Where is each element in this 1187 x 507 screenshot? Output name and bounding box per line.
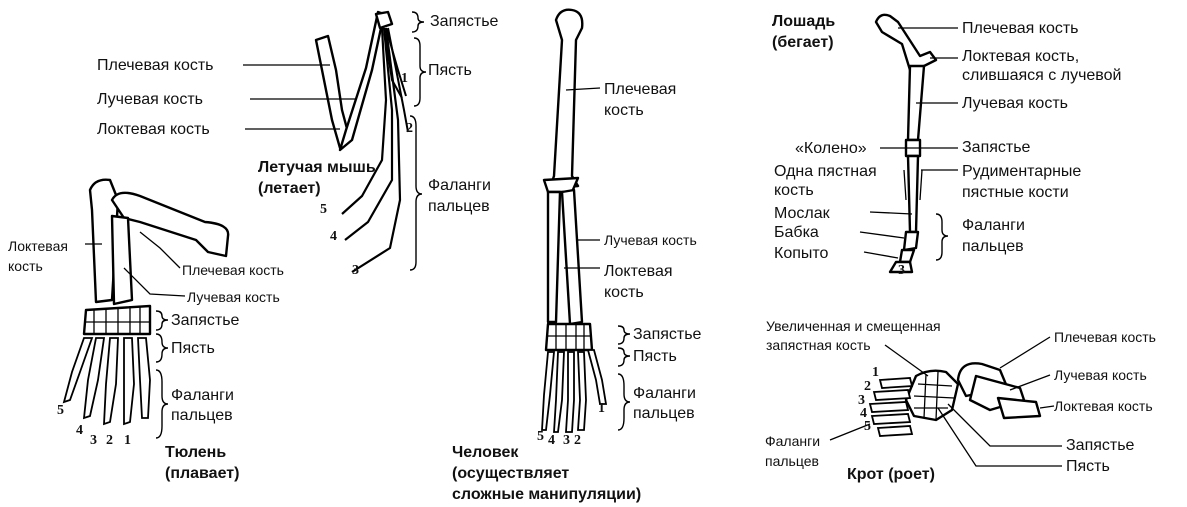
seal-ulna-label-2: кость	[8, 258, 43, 274]
horse-ulna-label-2: слившаяся с лучевой	[962, 66, 1121, 85]
seal-digit-4: 4	[76, 424, 83, 438]
human-humerus-label: Плечевая	[604, 80, 676, 99]
horse-ulna-label: Локтевая кость,	[962, 47, 1079, 66]
horse-title: Лошадь	[772, 12, 835, 32]
seal-subtitle: (плавает)	[165, 464, 239, 484]
bat-subtitle: (летает)	[258, 179, 321, 199]
mole-digit-5: 5	[864, 420, 871, 434]
horse-phalanges-label: Фаланги	[962, 216, 1025, 235]
horse-rudimentary-label: Рудиментарные	[962, 162, 1081, 181]
seal-digit-3: 3	[90, 434, 97, 448]
human-digit-5: 5	[537, 430, 544, 444]
human-wrist-label: Запястье	[633, 325, 701, 344]
seal-digit-1: 1	[124, 434, 131, 448]
bat-phalanges-label: Фаланги	[428, 176, 491, 195]
human-skeleton	[542, 10, 606, 432]
mole-ulna-label: Локтевая кость	[1054, 398, 1153, 414]
human-ulna-label: Локтевая	[604, 262, 673, 281]
mole-radius-label: Лучевая кость	[1054, 367, 1147, 383]
mole-skeleton	[870, 363, 1040, 436]
human-ulna-label-2: кость	[604, 283, 644, 302]
horse-rudimentary-label-2: пястные кости	[962, 183, 1069, 202]
human-humerus-label-2: кость	[604, 101, 644, 120]
bat-radius-label: Лучевая кость	[97, 90, 203, 109]
bat-ulna-label: Локтевая кость	[97, 120, 210, 139]
seal-digit-5: 5	[57, 404, 64, 418]
bat-digit-5: 5	[320, 203, 327, 217]
seal-digit-2: 2	[106, 434, 113, 448]
seal-ulna-label: Локтевая	[8, 238, 68, 254]
horse-digit-3: 3	[898, 264, 905, 278]
human-phalanges-label-2: пальцев	[633, 404, 695, 423]
bat-metacarpus-label: Пясть	[428, 61, 472, 80]
bat-digit-4: 4	[330, 230, 337, 244]
seal-humerus-label: Плечевая кость	[182, 262, 284, 278]
horse-knee-label: «Колено»	[795, 139, 867, 158]
human-digit-1: 1	[598, 402, 605, 416]
horse-metacarpal-label: Одна пястная	[774, 162, 877, 181]
human-phalanges-label: Фаланги	[633, 384, 696, 403]
mole-wrist-label: Запястье	[1066, 436, 1134, 455]
horse-fetlock-label: Мослак	[774, 204, 830, 223]
horse-wrist-label: Запястье	[962, 138, 1030, 157]
bat-digit-2: 2	[406, 122, 413, 136]
bat-digit-3: 3	[352, 264, 359, 278]
mole-metacarpus-label: Пясть	[1066, 457, 1110, 476]
seal-phalanges-label: Фаланги	[171, 386, 234, 405]
human-digit-2: 2	[574, 434, 581, 448]
human-metacarpus-label: Пясть	[633, 347, 677, 366]
mole-phalanges-label-2: пальцев	[765, 453, 819, 469]
horse-hoof-label: Копыто	[774, 244, 828, 263]
horse-subtitle: (бегает)	[772, 33, 834, 53]
horse-radius-label: Лучевая кость	[962, 94, 1068, 113]
horse-phalanges-label-2: пальцев	[962, 237, 1024, 256]
human-radius-label: Лучевая кость	[604, 232, 697, 248]
mole-title: Крот (роет)	[847, 465, 935, 485]
human-digit-3: 3	[563, 434, 570, 448]
seal-phalanges-label-2: пальцев	[171, 406, 233, 425]
mole-carpal-label-2: запястная кость	[766, 337, 871, 353]
seal-radius-label: Лучевая кость	[187, 289, 280, 305]
mole-digit-2: 2	[864, 380, 871, 394]
horse-humerus-label: Плечевая кость	[962, 19, 1079, 38]
human-subtitle: (осуществляет	[452, 464, 569, 484]
seal-title: Тюлень	[165, 443, 226, 463]
mole-phalanges-label: Фаланги	[765, 433, 820, 449]
human-digit-4: 4	[548, 434, 555, 448]
bat-wrist-label: Запястье	[430, 12, 498, 31]
horse-skeleton	[876, 15, 936, 272]
mole-digit-1: 1	[872, 366, 879, 380]
mole-humerus-label: Плечевая кость	[1054, 329, 1156, 345]
bat-title: Летучая мышь	[258, 158, 376, 178]
bat-digit-1: 1	[401, 72, 408, 86]
human-title: Человек	[452, 443, 518, 463]
bat-humerus-label: Плечевая кость	[97, 56, 214, 75]
horse-metacarpal-label-2: кость	[774, 181, 814, 200]
seal-wrist-label: Запястье	[171, 311, 239, 330]
horse-pastern-label: Бабка	[774, 223, 819, 242]
human-subtitle-2: сложные манипуляции)	[452, 485, 641, 505]
mole-carpal-label: Увеличенная и смещенная	[766, 318, 941, 334]
bat-phalanges-label-2: пальцев	[428, 197, 490, 216]
seal-metacarpus-label: Пясть	[171, 339, 215, 358]
